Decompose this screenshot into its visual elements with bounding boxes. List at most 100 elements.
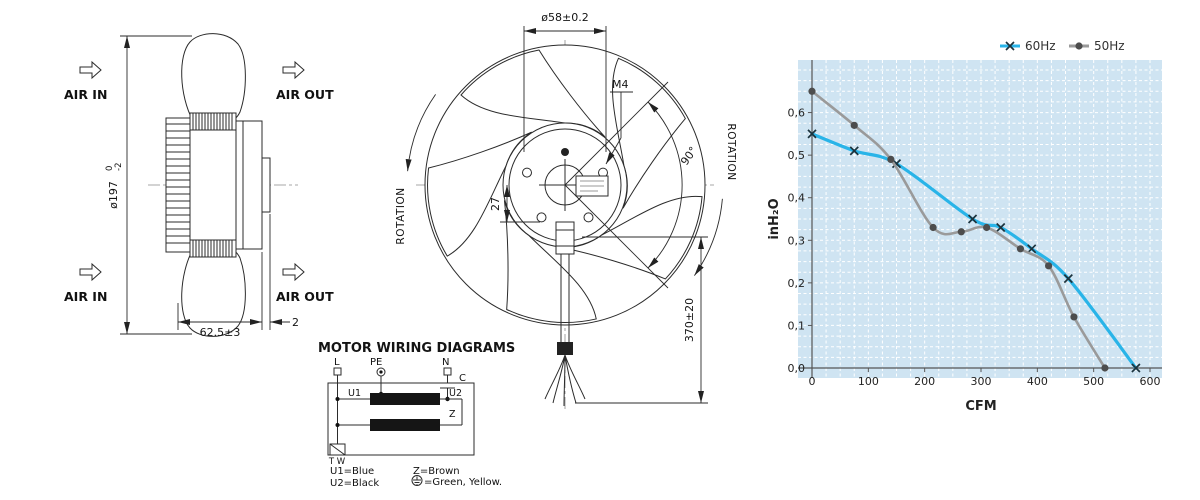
- legend-pe: =Green, Yellow.: [424, 477, 502, 488]
- rotation-arrow-right: [694, 198, 723, 276]
- diameter-tol-lower: -2: [114, 163, 124, 171]
- legend-label-50hz: 50Hz: [1094, 39, 1125, 53]
- chart-marker-dot: [1016, 245, 1025, 253]
- chart-y-tick-label: 0,5: [788, 149, 806, 162]
- air-in-arrow-bottom-icon: [79, 262, 102, 282]
- air-out-label-top: AIR OUT: [276, 87, 334, 102]
- chart-x-tick-label: 300: [971, 375, 992, 388]
- side-view-drawing: ø197 0 -2 62.5±3 2 AIR IN AIR OUT: [64, 33, 334, 339]
- chart-x-tick-label: 400: [1027, 375, 1048, 388]
- chart-marker-dot: [850, 121, 858, 129]
- chart-marker-x: [996, 222, 1006, 233]
- chart-marker-x: [1063, 273, 1073, 284]
- chart-marker-dot: [1101, 364, 1109, 372]
- flange-step: [261, 157, 271, 213]
- u1-label: U1: [348, 388, 361, 399]
- ribbed-band-bottom-hatch: [192, 240, 233, 257]
- terminal-l-label: L: [334, 357, 340, 368]
- wiring-box: [327, 382, 475, 456]
- u2-label: U2: [449, 388, 462, 399]
- angle-leg: [564, 81, 669, 186]
- chart-x-axis-title: CFM: [965, 399, 996, 414]
- terminal-n-mark: [443, 367, 452, 376]
- chart-y-tick-label: 0,6: [788, 107, 806, 120]
- air-in-label-top: AIR IN: [64, 87, 107, 102]
- terminal-l-mark: [333, 367, 342, 376]
- earth-icon: [411, 475, 423, 486]
- hub-diameter-dimension: ø58±0.2: [523, 11, 607, 152]
- offset-value: 27: [489, 197, 502, 211]
- earth-icon-ground: [413, 476, 421, 486]
- diameter-value: ø197: [107, 181, 120, 209]
- technical-drawings: ø197 0 -2 62.5±3 2 AIR IN AIR OUT: [64, 11, 737, 489]
- rotation-left: ROTATION: [395, 94, 436, 245]
- mounting-flange: [235, 120, 263, 250]
- flange-step-value: 2: [292, 316, 299, 329]
- chart-y-tick-label: 0,0: [788, 362, 806, 375]
- z-label: Z: [449, 409, 456, 420]
- chart-y-tick-label: 0,3: [788, 234, 806, 247]
- cable-wires: [544, 354, 586, 407]
- rotation-right: ROTATION: [694, 123, 737, 276]
- wiring-title: MOTOR WIRING DIAGRAMS: [318, 341, 515, 356]
- thermal-switch-diagonal: [329, 443, 346, 456]
- blade-lower: [181, 248, 246, 337]
- chart-x-tick-label: 500: [1083, 375, 1104, 388]
- hub-screw-hole: [522, 167, 532, 178]
- nameplate-text-lines: [580, 180, 604, 192]
- chart-marker-dot: [887, 155, 895, 163]
- hub-diameter-value: ø58±0.2: [541, 11, 588, 24]
- legend-marker-dot: [1075, 42, 1083, 50]
- motor-body: [189, 129, 237, 241]
- air-in-arrow-top-icon: [79, 60, 102, 80]
- angle-leg: [564, 184, 669, 289]
- chart-y-tick-label: 0,2: [788, 277, 806, 290]
- depth-dimension: 62.5±3 2: [177, 214, 299, 339]
- blade-upper: [181, 33, 246, 122]
- rotation-arrow-left: [405, 94, 436, 172]
- cable-length-dimension: 370±20: [575, 236, 708, 404]
- thread-value: M4: [612, 78, 629, 91]
- legend-z: Z=Brown: [413, 466, 460, 477]
- cable-plug: [555, 221, 575, 255]
- offset-dimension: 27: [489, 185, 540, 223]
- hub-hole-filled: [561, 148, 569, 156]
- ribbed-band-top-hatch: [192, 113, 233, 130]
- cable-length-value: 370±20: [683, 298, 696, 342]
- chart-line-50hz: [810, 90, 1107, 370]
- chart-marker-dot: [1070, 313, 1078, 321]
- cable-assembly: [544, 221, 586, 407]
- impeller-blades: [427, 49, 703, 323]
- chart-marker-x: [849, 146, 859, 156]
- air-in-label-bottom: AIR IN: [64, 289, 107, 304]
- front-view-drawing: ø58±0.2 M4 27 90°: [395, 11, 737, 412]
- terminal-n-label: N: [442, 357, 449, 368]
- thermal-label: T W: [328, 457, 346, 467]
- chart-x-tick-label: 200: [914, 375, 935, 388]
- chart-marker-x: [1027, 244, 1037, 254]
- main-winding: [370, 393, 440, 405]
- capacitor-label: C: [459, 373, 466, 384]
- chart-marker-x: [967, 214, 978, 224]
- junction-dot: [335, 423, 340, 427]
- diameter-dimension: ø197 0 -2: [105, 35, 192, 335]
- leader-arrow: [605, 137, 622, 165]
- chart-marker-dot: [808, 87, 816, 95]
- chart-marker-dot: [957, 228, 965, 236]
- legend-marker-x: [1005, 41, 1015, 51]
- chart-marker-dot: [929, 223, 937, 232]
- hub-screw-hole: [536, 212, 547, 223]
- chart-x-tick-label: 0: [809, 375, 816, 388]
- depth-value: 62.5±3: [200, 326, 241, 339]
- motor-fins: [166, 123, 190, 244]
- legend-u1: U1=Blue: [330, 466, 374, 477]
- rotation-label-left: ROTATION: [395, 187, 407, 244]
- chart-y-tick-label: 0,4: [788, 192, 806, 205]
- chart-y-tick-label: 0,1: [788, 319, 806, 332]
- thread-dimension: M4: [605, 78, 633, 165]
- hub-screw-hole: [583, 212, 594, 223]
- air-out-label-bottom: AIR OUT: [276, 289, 334, 304]
